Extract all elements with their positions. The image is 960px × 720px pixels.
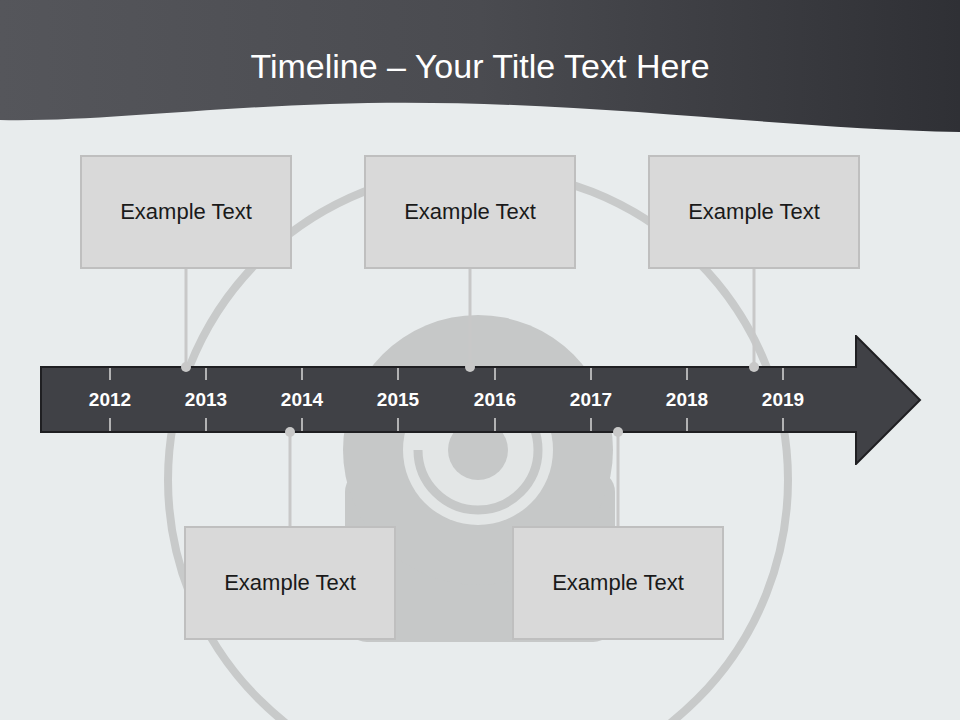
tick-mark xyxy=(109,368,111,380)
timeline-arrow: 2012 2013 2014 2015 2016 2017 2018 2019 xyxy=(40,335,922,465)
arrow-fill xyxy=(41,336,920,464)
leader-line xyxy=(181,269,191,372)
event-text: Example Text xyxy=(552,570,684,596)
year-label: 2019 xyxy=(762,389,804,411)
leader-line xyxy=(465,269,475,372)
tick-mark xyxy=(301,418,303,431)
slide-title: Timeline – Your Title Text Here xyxy=(0,44,960,88)
event-text: Example Text xyxy=(224,570,356,596)
tick-mark xyxy=(397,418,399,431)
event-box: Example Text xyxy=(512,526,724,640)
event-box: Example Text xyxy=(648,155,860,269)
event-box: Example Text xyxy=(364,155,576,269)
year-label: 2017 xyxy=(570,389,612,411)
tick-mark xyxy=(205,368,207,380)
leader-stroke xyxy=(469,269,472,367)
anchor-dot xyxy=(613,427,623,437)
tick-mark xyxy=(686,418,688,431)
year-label: 2014 xyxy=(281,389,323,411)
tick-mark xyxy=(782,418,784,431)
tick-mark xyxy=(301,368,303,380)
tick-mark xyxy=(590,368,592,380)
leader-stroke xyxy=(289,432,292,526)
leader-line xyxy=(613,427,623,526)
leader-line xyxy=(285,427,295,526)
tick-mark xyxy=(590,418,592,431)
year-label: 2013 xyxy=(185,389,227,411)
event-box: Example Text xyxy=(184,526,396,640)
anchor-dot xyxy=(465,362,475,372)
event-text: Example Text xyxy=(404,199,536,225)
year-label: 2012 xyxy=(89,389,131,411)
event-text: Example Text xyxy=(688,199,820,225)
tick-mark xyxy=(494,418,496,431)
header-band xyxy=(0,0,960,132)
anchor-dot xyxy=(749,362,759,372)
tick-mark xyxy=(782,368,784,380)
leader-stroke xyxy=(185,269,188,367)
year-label: 2016 xyxy=(474,389,516,411)
tick-mark xyxy=(205,418,207,431)
event-box: Example Text xyxy=(80,155,292,269)
leader-line xyxy=(749,269,759,372)
year-label: 2018 xyxy=(666,389,708,411)
tick-mark xyxy=(494,368,496,380)
event-text: Example Text xyxy=(120,199,252,225)
tick-mark xyxy=(109,418,111,431)
tick-mark xyxy=(397,368,399,380)
leader-stroke xyxy=(617,432,620,526)
year-label: 2015 xyxy=(377,389,419,411)
tick-mark xyxy=(686,368,688,380)
anchor-dot xyxy=(285,427,295,437)
leader-stroke xyxy=(753,269,756,367)
anchor-dot xyxy=(181,362,191,372)
